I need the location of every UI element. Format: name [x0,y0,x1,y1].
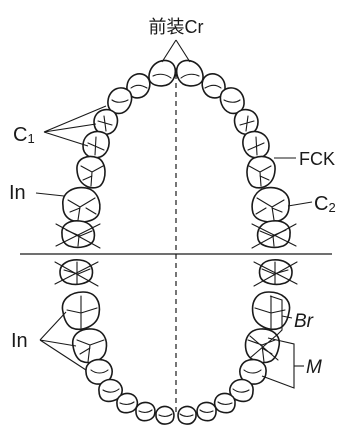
leader-lines [35,39,313,389]
tooth-lower-left-second-premolar [239,358,267,385]
tooth-lower-right-third-molar-missing [54,259,99,287]
tooth-lower-right-lateral-incisor [135,401,156,422]
tooth-upper-left-second-molar [251,186,290,223]
tooth-upper-right-second-molar [62,186,101,223]
label-in-upper: In [9,182,26,204]
label-c2: C2 [314,193,336,215]
label-c1: C1 [13,124,35,146]
tooth-upper-left-third-molar-missing [251,220,297,249]
tooth-lower-left-lateral-incisor [196,401,217,422]
tooth-upper-right-first-molar [76,155,106,189]
label-fck: FCK [299,149,335,169]
tooth-upper-left-canine [219,87,245,115]
label-m: M [306,357,322,378]
label-anterior-crown: 前装Cr [149,17,204,37]
tooth-upper-right-central-incisor [148,59,177,87]
tooth-lower-right-second-molar [61,291,101,330]
label-br: Br [294,311,314,332]
tooth-upper-right-first-premolar [93,108,119,136]
tooth-lower-right-second-premolar [85,358,113,385]
tooth-lower-left-first-molar [244,328,281,364]
label-in-lower: In [11,330,28,352]
upper-arch [55,59,297,249]
tooth-lower-right-first-molar [71,328,108,364]
tooth-upper-right-second-premolar [82,130,110,159]
tooth-upper-left-first-molar [246,155,276,189]
tooth-lower-left-third-molar-missing [253,259,298,287]
tooth-upper-left-second-premolar [242,130,270,159]
tooth-upper-right-third-molar-missing [55,220,101,249]
tooth-lower-left-central-incisor [177,405,197,425]
tooth-lower-right-central-incisor [155,405,175,425]
tooth-lower-right-canine [116,392,139,414]
tooth-lower-left-canine [213,392,236,414]
tooth-upper-left-central-incisor [175,59,204,87]
lower-arch [54,259,298,425]
tooth-lower-left-second-molar [251,291,291,330]
